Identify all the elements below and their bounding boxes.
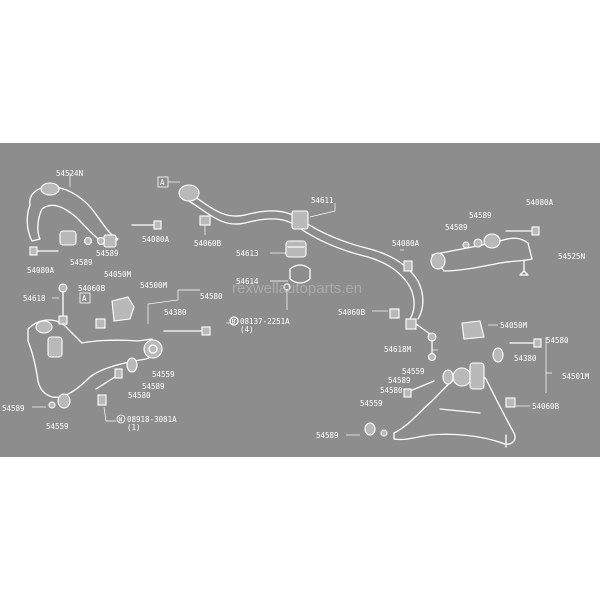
label-08137-qty: (4) xyxy=(240,325,254,334)
washer-54380-right xyxy=(492,347,504,363)
nut-54060b-right-mid xyxy=(389,308,400,319)
label-54080a-right-top: 54080A xyxy=(526,198,554,207)
svg-text:B: B xyxy=(232,318,236,326)
leader-lines xyxy=(32,173,552,436)
label-54524n: 54524N xyxy=(56,169,83,178)
label-54589-left-top: 54589 xyxy=(96,249,119,258)
label-54613: 54613 xyxy=(236,249,259,258)
label-54080a-left-bottom: 54080A xyxy=(27,266,55,275)
label-08918: 08918-3081A xyxy=(127,415,177,424)
label-54618m: 54618M xyxy=(384,345,412,354)
svg-text:N: N xyxy=(119,416,123,424)
callout-a-top: A xyxy=(157,176,180,188)
label-54589-left-mid: 54589 xyxy=(70,258,93,267)
washer-54559-left xyxy=(126,357,138,373)
nut-54060b-right xyxy=(505,397,516,408)
washer-54559-right xyxy=(442,369,454,385)
label-54060b-center: 54060B xyxy=(194,239,222,248)
label-54050m-left: 54050M xyxy=(104,270,132,279)
label-54559-right: 54559 xyxy=(402,367,425,376)
label-54559-far-left: 54559 xyxy=(46,422,69,431)
label-08918-qty: (1) xyxy=(127,423,141,432)
label-08137: 08137-2251A xyxy=(240,317,290,326)
label-54618: 54618 xyxy=(23,294,46,303)
label-54060b-right: 54060B xyxy=(532,402,560,411)
washer-54559-right-low xyxy=(364,422,388,437)
callout-a-top-text: A xyxy=(160,178,165,187)
link-rod-54618m xyxy=(405,318,437,362)
bumper-54050m-left xyxy=(111,296,135,322)
bumper-54050m-right xyxy=(461,320,485,340)
label-54060b-left: 54060B xyxy=(78,284,106,293)
bolt-54080a-left-bottom xyxy=(29,246,59,256)
label-54589-far-left: 54589 xyxy=(2,404,25,413)
bolt-54380-left xyxy=(163,326,211,336)
bolt-54580-left xyxy=(95,368,123,390)
label-54580-right-mid: 54580 xyxy=(380,386,403,395)
label-54050m-right: 54050M xyxy=(500,321,528,330)
callout-a-left: A xyxy=(79,292,91,304)
bolt-54080a-right xyxy=(403,260,413,272)
label-54501m: 54501M xyxy=(562,372,590,381)
label-54380-left: 54380 xyxy=(164,308,187,317)
bolt-54580-right xyxy=(509,338,542,348)
bolt-54080a-right-top xyxy=(505,226,540,236)
suspension-exploded-diagram: A A 54524N 54611 54080A 54589 54080A 545… xyxy=(2,169,590,448)
bolt-54580-right-mid xyxy=(403,380,435,398)
label-54589-right-low: 54589 xyxy=(316,431,339,440)
label-54500m: 54500M xyxy=(140,281,168,290)
label-54611: 54611 xyxy=(311,196,334,205)
label-54060b-right-mid: 54060B xyxy=(338,308,366,317)
label-54580-right: 54580 xyxy=(546,336,569,345)
upper-control-arm-right xyxy=(430,233,533,276)
label-54589-right-top2: 54589 xyxy=(445,223,468,232)
label-54559-left: 54559 xyxy=(152,370,175,379)
upper-control-arm-left xyxy=(26,182,119,248)
stabilizer-bar xyxy=(178,184,424,320)
label-54080a-left: 54080A xyxy=(142,235,170,244)
nut-54060b-left xyxy=(95,318,106,329)
nut-54060b-center xyxy=(199,215,211,235)
label-54580-left-low: 54580 xyxy=(128,391,151,400)
parts-diagram-panel: A A 54524N 54611 54080A 54589 54080A 545… xyxy=(0,143,600,457)
lower-control-arm-left xyxy=(27,319,163,398)
label-54580-left: 54580 xyxy=(200,292,223,301)
label-54380-right: 54380 xyxy=(514,354,537,363)
part-labels: 54524N 54611 54080A 54589 54080A 54589 5… xyxy=(2,169,590,440)
bushing-54613 xyxy=(285,240,307,258)
label-54589-left-low: 54589 xyxy=(142,382,165,391)
label-54080a-right: 54080A xyxy=(392,239,420,248)
label-54589-right-top: 54589 xyxy=(469,211,492,220)
nut-08918 xyxy=(97,394,107,406)
lower-control-arm-right xyxy=(393,362,516,448)
label-54525n: 54525N xyxy=(558,252,585,261)
label-54614: 54614 xyxy=(236,277,259,286)
callout-a-left-text: A xyxy=(82,294,87,303)
label-54589-right-mid: 54589 xyxy=(388,376,411,385)
watermark-text: rexwellautoparts.en xyxy=(232,280,362,297)
link-rod-54618 xyxy=(58,283,68,325)
washer-54559-far-left xyxy=(48,393,71,409)
label-54559-right-low: 54559 xyxy=(360,399,383,408)
bracket-54614 xyxy=(283,264,311,310)
bolt-54080a-left-top xyxy=(131,220,162,230)
